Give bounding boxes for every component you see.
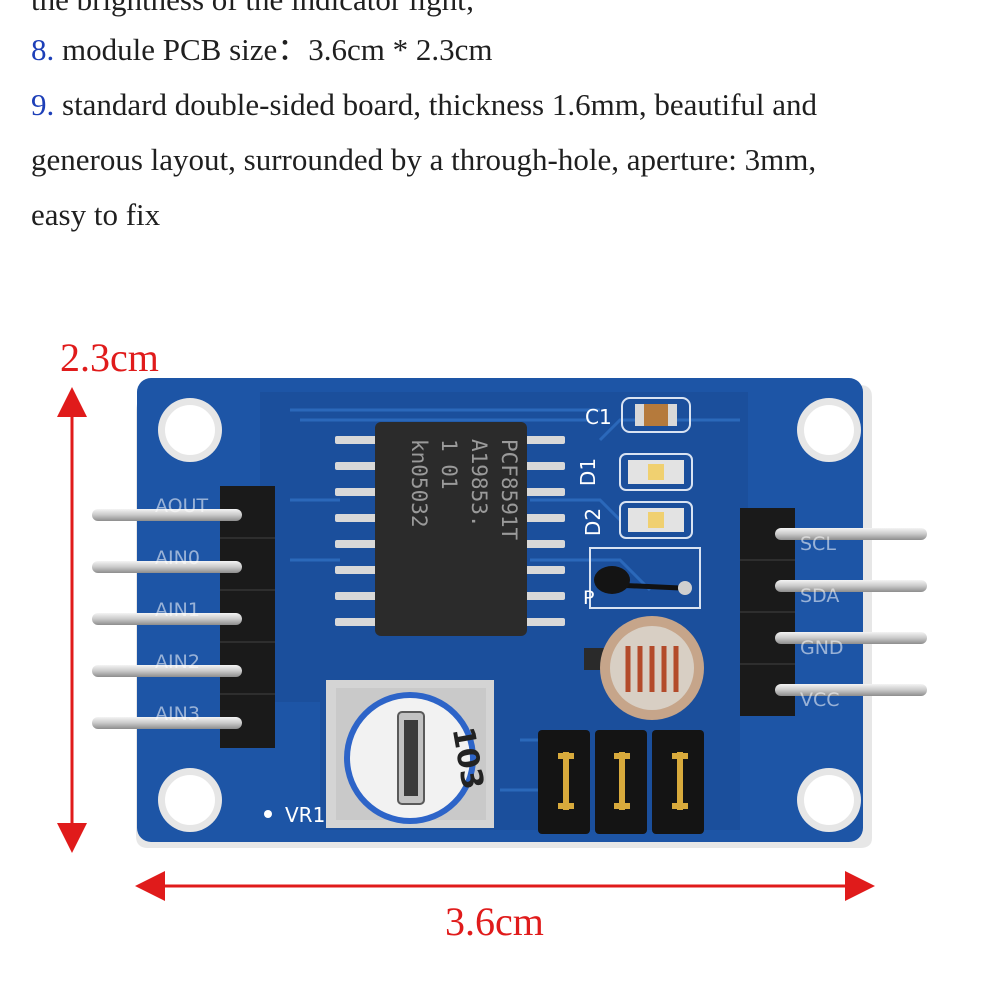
- spec-item-8: 8. module PCB size：3.6cm * 2.3cm: [31, 22, 493, 78]
- pin-label-ain3: AIN3: [155, 703, 200, 725]
- spec-item-number: 8.: [31, 32, 55, 67]
- photoresistor: [584, 616, 704, 720]
- pin-label-ain2: AIN2: [155, 651, 200, 673]
- label-p: P: [583, 587, 594, 609]
- height-dimension-label: 2.3cm: [60, 335, 159, 380]
- chip-marking-line4: kn05032: [407, 439, 431, 528]
- chip-marking-line3: 1 01: [437, 439, 461, 490]
- label-c1: C1: [585, 405, 612, 429]
- thermistor: P: [583, 547, 701, 609]
- pin-label-scl: SCL: [800, 533, 836, 555]
- spec-item-9-continued: easy to fix: [31, 187, 160, 243]
- left-pin-header: AOUT AIN0 AIN1 AIN2 AIN3: [92, 486, 275, 748]
- pin-label-aout: AOUT: [155, 495, 209, 517]
- spec-text: the brightness of the indicator light;: [31, 0, 474, 17]
- spec-item-9: 9. standard double-sided board, thicknes…: [31, 77, 817, 133]
- pcf8591-chip: PCF8591T A19853. 1 01 kn05032: [335, 422, 565, 636]
- capacitor-c1: C1: [585, 397, 691, 433]
- width-dimension-label: 3.6cm: [445, 899, 544, 944]
- right-pin-header: SCL SDA GND VCC: [740, 508, 927, 716]
- chip-marking-line1: PCF8591T: [497, 439, 521, 541]
- spec-item-text: generous layout, surrounded by a through…: [31, 142, 817, 177]
- pin-label-ain1: AIN1: [155, 599, 200, 621]
- potentiometer-vr1: 103 VR1: [285, 680, 494, 828]
- label-vr1: VR1: [285, 803, 325, 827]
- pin-label-vcc: VCC: [800, 689, 840, 711]
- jumper-block: [538, 730, 704, 834]
- label-d2: D2: [581, 508, 605, 536]
- pin-label-sda: SDA: [800, 585, 839, 607]
- spec-line-clipped: the brightness of the indicator light;: [31, 0, 474, 28]
- spec-item-text: module PCB size：3.6cm * 2.3cm: [62, 32, 493, 67]
- led-d1: D1: [576, 453, 693, 491]
- led-d2: D2: [581, 501, 693, 539]
- label-d1: D1: [576, 458, 600, 486]
- pin-label-ain0: AIN0: [155, 547, 200, 569]
- spec-item-text: standard double-sided board, thickness 1…: [62, 87, 818, 122]
- spec-item-text: easy to fix: [31, 197, 161, 232]
- spec-item-9-continued: generous layout, surrounded by a through…: [31, 132, 816, 188]
- chip-marking-line2: A19853.: [467, 439, 491, 528]
- pin-label-gnd: GND: [800, 637, 844, 659]
- spec-item-number: 9.: [31, 87, 55, 122]
